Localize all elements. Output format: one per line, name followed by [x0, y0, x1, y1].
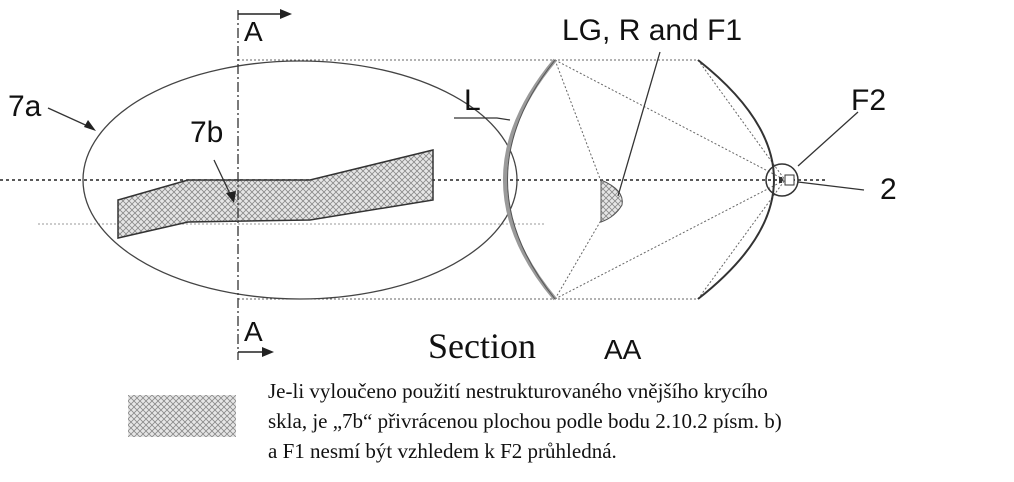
caption-section-word: Section [428, 326, 536, 366]
note-line-3: a F1 nesmí být vzhledem k F2 průhledná. [268, 439, 617, 463]
label-l: L [464, 84, 481, 117]
label-f2: F2 [851, 84, 887, 117]
label-7b: 7b [190, 116, 224, 149]
note-line-1: Je-li vyloučeno použití nestrukturovanéh… [268, 379, 768, 403]
section-marker-a-bottom: A [244, 316, 263, 347]
legend-note: Je-li vyloučeno použití nestrukturovanéh… [268, 376, 1004, 466]
section-marker-a-top: A [244, 16, 263, 47]
legend-hatch-swatch [128, 395, 236, 437]
label-7a: 7a [8, 90, 42, 123]
point-2-circle [765, 163, 799, 197]
ellipse-7a [82, 60, 518, 300]
lens-l [503, 58, 557, 301]
reflector-f2 [697, 59, 775, 300]
point-2-marker [784, 174, 795, 186]
section-arrow-bottom [262, 347, 274, 357]
label-2: 2 [880, 173, 897, 206]
note-line-2: skla, je „7b“ přivrácenou plochou podle … [268, 409, 782, 433]
section-arrow-top [280, 9, 292, 19]
label-lg-r-f1: LG, R and F1 [562, 14, 743, 47]
hatched-area-7b [117, 149, 434, 239]
light-guide-lg-r-f1 [600, 179, 623, 223]
leader-lines [47, 51, 865, 199]
caption-section-name: AA [604, 334, 642, 365]
